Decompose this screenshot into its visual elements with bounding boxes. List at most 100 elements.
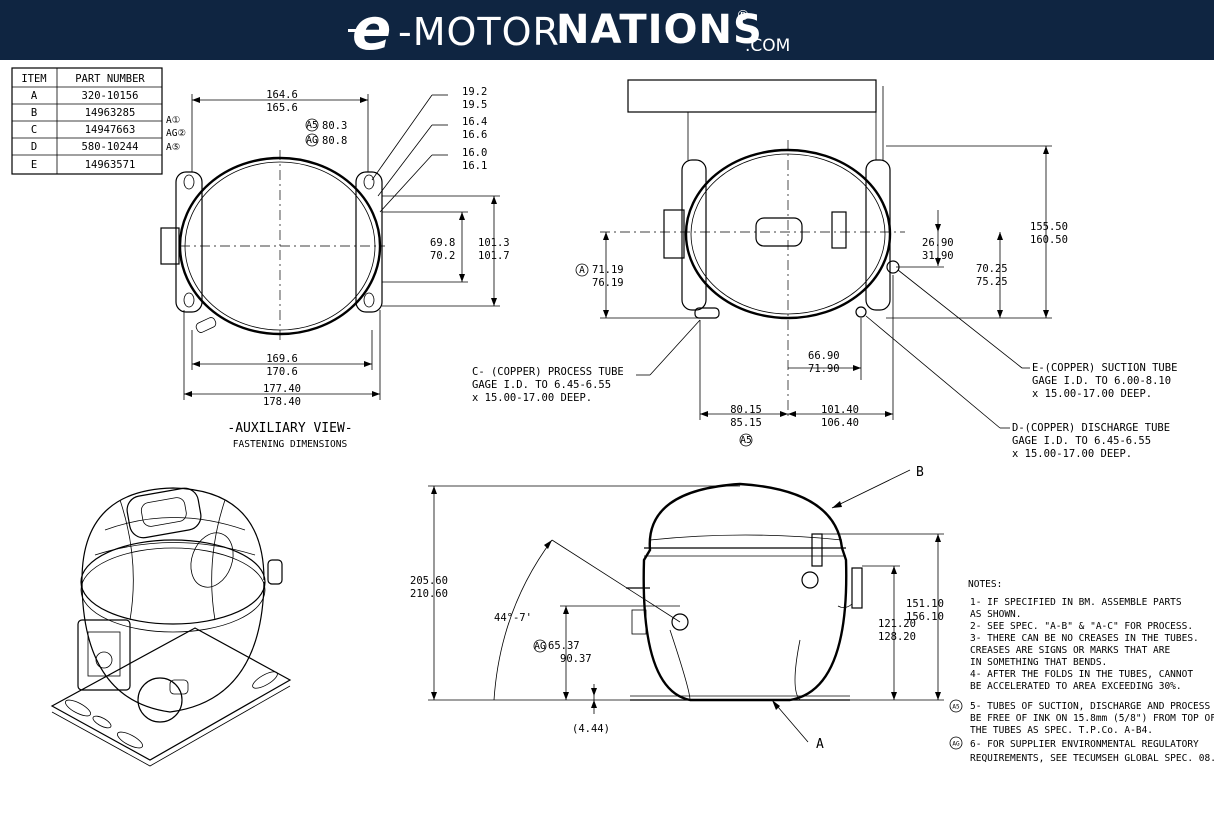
dim-75-25: 75.25 [976, 276, 1008, 288]
logo-com-text: .COM [745, 36, 791, 56]
e-tube-line-2: GAGE I.D. TO 6.00-8.10 [1032, 375, 1171, 387]
d-tube-line-3: x 15.00-17.00 DEEP. [1012, 448, 1132, 460]
logo-speed-line [348, 29, 362, 32]
dim-101-40: 101.40 [821, 404, 859, 416]
svg-text:AG: AG [306, 135, 318, 146]
aux-view-subtitle: FASTENING DIMENSIONS [233, 439, 348, 450]
dim-178-40: 178.40 [263, 396, 301, 408]
dim-160-50: 160.50 [1030, 234, 1068, 246]
dim-31-90: 31.90 [922, 250, 954, 262]
table-cell-part: 580-10244 [82, 141, 139, 153]
dim-70-2: 70.2 [430, 250, 455, 262]
table-cell-item: E [31, 159, 37, 171]
brand-header: e -MOTOR NATIONS ® .COM [0, 0, 1214, 60]
dim-70-25: 70.25 [976, 263, 1008, 275]
note-line: 3- THERE CAN BE NO CREASES IN THE TUBES. [970, 633, 1199, 644]
logo-motor-text: -MOTOR [398, 10, 560, 54]
note-line: THE TUBES AS SPEC. T.P.Co. A-B4. [970, 725, 1153, 736]
note-line: AS SHOWN. [970, 609, 1021, 620]
dim-156-10: 156.10 [906, 611, 944, 623]
dim-177-40: 177.40 [263, 383, 301, 395]
dim-71-90: 71.90 [808, 363, 840, 375]
dim-19-5: 19.5 [462, 99, 487, 111]
dim-155-50: 155.50 [1030, 221, 1068, 233]
note-line: IN SOMETHING THAT BENDS. [970, 657, 1107, 668]
dim-90-37: 90.37 [560, 653, 592, 665]
e-tube-line-3: x 15.00-17.00 DEEP. [1032, 388, 1152, 400]
notes-title: NOTES: [968, 579, 1002, 590]
d-tube-line-1: D-(COPPER) DISCHARGE TUBE [1012, 422, 1170, 434]
dim-80-3: 80.3 [322, 120, 347, 132]
dim-210-60: 210.60 [410, 588, 448, 600]
label-a: A [816, 737, 824, 752]
dim-26-90: 26.90 [922, 237, 954, 249]
notes: NOTES: 1- IF SPECIFIED IN BM. ASSEMBLE P… [949, 579, 1214, 764]
svg-text:A: A [579, 265, 585, 276]
table-side-mark: A⑤ [166, 142, 181, 153]
table-header-part: PART NUMBER [75, 73, 145, 85]
note-line: BE ACCELERATED TO AREA EXCEEDING 30%. [970, 681, 1182, 692]
svg-text:A5: A5 [740, 435, 751, 446]
table-cell-part: 14963571 [85, 159, 136, 171]
dim-16-1: 16.1 [462, 160, 487, 172]
dim-76-19: 76.19 [592, 277, 624, 289]
aux-view-title: -AUXILIARY VIEW- [227, 421, 352, 436]
table-cell-item: D [31, 141, 37, 153]
dim-170-6: 170.6 [266, 366, 298, 378]
logo-registered-mark: ® [736, 8, 750, 24]
note-line: 1- IF SPECIFIED IN BM. ASSEMBLE PARTS [970, 597, 1182, 608]
note-line: 2- SEE SPEC. "A-B" & "A-C" FOR PROCESS. [970, 621, 1193, 632]
table-cell-part: 320-10156 [82, 90, 139, 102]
dim-165-6: 165.6 [266, 102, 298, 114]
isometric-view [50, 487, 292, 767]
dim-69-8: 69.8 [430, 237, 455, 249]
note-line: 6- FOR SUPPLIER ENVIRONMENTAL REGULATORY [970, 739, 1199, 750]
top-view: 155.50 160.50 26.90 31.90 70.25 75.25 A … [472, 79, 1177, 460]
note-mark-a5: A5 [952, 704, 960, 711]
note-line: 4- AFTER THE FOLDS IN THE TUBES, CANNOT [970, 669, 1193, 680]
svg-text:AG: AG [534, 641, 546, 652]
table-cell-item: C [31, 124, 37, 136]
dim-121-20: 121.20 [878, 618, 916, 630]
note-mark-ag: AG [952, 741, 960, 748]
note-line: BE FREE OF INK ON 15.8mm (5/8") FROM TOP… [970, 713, 1214, 724]
dim-66-90: 66.90 [808, 350, 840, 362]
dim-169-6: 169.6 [266, 353, 298, 365]
parts-table: ITEM PART NUMBER A 320-10156 B 14963285 … [11, 67, 186, 175]
dim-65-37: 65.37 [548, 640, 580, 652]
d-tube-line-2: GAGE I.D. TO 6.45-6.55 [1012, 435, 1151, 447]
c-tube-line-2: GAGE I.D. TO 6.45-6.55 [472, 379, 611, 391]
label-b: B [916, 465, 924, 480]
table-cell-item: A [31, 90, 38, 102]
c-tube-line-3: x 15.00-17.00 DEEP. [472, 392, 592, 404]
dim-128-20: 128.20 [878, 631, 916, 643]
table-cell-part: 14947663 [85, 124, 136, 136]
table-header-item: ITEM [21, 73, 46, 85]
dim-80-15: 80.15 [730, 404, 762, 416]
dim-71-19: 71.19 [592, 264, 624, 276]
note-line: CREASES ARE SIGNS OR MARKS THAT ARE [970, 645, 1170, 656]
e-tube-line-1: E-(COPPER) SUCTION TUBE [1032, 362, 1177, 374]
side-view: B A 205.60 210.60 44°-7' AG 65.37 [410, 465, 944, 752]
dim-205-60: 205.60 [410, 575, 448, 587]
dim-16-6: 16.6 [462, 129, 487, 141]
logo-nations-text: NATIONS [556, 7, 763, 53]
dim-19-2: 19.2 [462, 86, 487, 98]
dim-16-0: 16.0 [462, 147, 487, 159]
dim-101-7: 101.7 [478, 250, 510, 262]
logo-e: e [352, 0, 392, 63]
table-side-mark: A① [166, 115, 181, 126]
dim-4-44: (4.44) [572, 723, 610, 735]
dim-164-6: 164.6 [266, 89, 298, 101]
c-tube-line-1: C- (COPPER) PROCESS TUBE [472, 366, 624, 378]
dim-151-10: 151.10 [906, 598, 944, 610]
dim-101-3: 101.3 [478, 237, 510, 249]
dim-80-8: 80.8 [322, 135, 347, 147]
note-line: 5- TUBES OF SUCTION, DISCHARGE AND PROCE… [970, 701, 1214, 712]
angle-44-7: 44°-7' [494, 612, 532, 624]
table-side-mark: AG② [166, 128, 186, 139]
svg-text:A5: A5 [306, 120, 317, 131]
dim-16-4: 16.4 [462, 116, 487, 128]
note-line: REQUIREMENTS, SEE TECUMSEH GLOBAL SPEC. … [970, 753, 1214, 764]
